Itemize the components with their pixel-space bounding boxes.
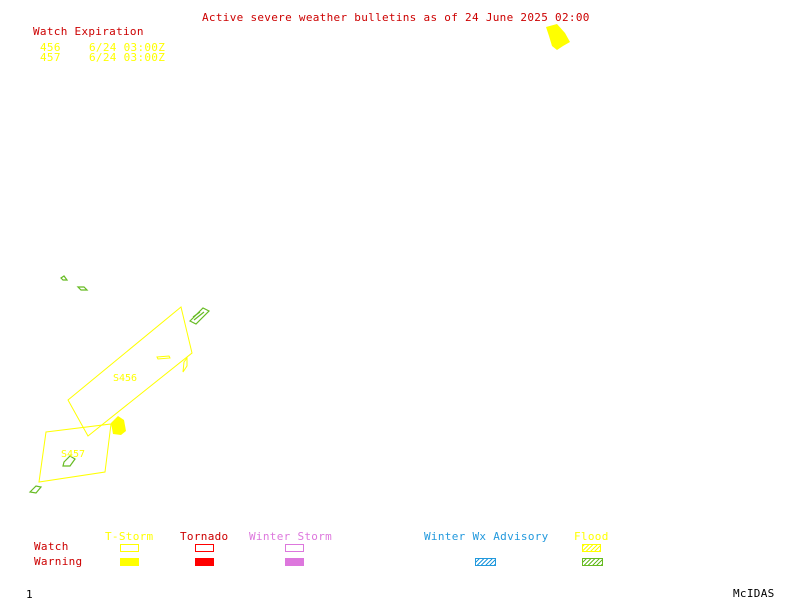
legend-winter-wx-advisory-swatch <box>475 558 496 566</box>
tstorm-warning-area[interactable] <box>546 24 570 50</box>
watch-457-label: S457 <box>61 449 85 460</box>
flood-warning-areas <box>28 275 211 494</box>
watch-expiration-id: 456 <box>40 41 61 54</box>
watch-457-outline[interactable] <box>38 423 112 483</box>
legend-winter-storm-watch-swatch <box>285 544 304 552</box>
watch-expiration-time: 6/24 03:00Z <box>89 41 166 54</box>
legend-tornado-watch-swatch <box>195 544 214 552</box>
legend-category-tornado: Tornado <box>180 530 229 543</box>
mcidas-brand: McIDAS <box>733 587 775 600</box>
watch-expiration-heading: Watch Expiration <box>33 25 144 38</box>
tstorm-warning-area[interactable] <box>182 356 188 373</box>
legend-winter-storm-warning-swatch <box>285 558 304 566</box>
watch-expiration-id: 457 <box>40 51 61 64</box>
legend-tornado-warning-swatch <box>195 558 214 566</box>
tstorm-warning-area[interactable] <box>111 416 126 435</box>
watch-456-outline[interactable] <box>67 306 193 437</box>
flood-warning-area[interactable] <box>62 455 76 467</box>
legend-tstorm-watch-swatch <box>120 544 139 552</box>
legend-category-winter-storm: Winter Storm <box>249 530 333 543</box>
legend-flood-warning-swatch <box>582 558 603 566</box>
tstorm-warning-area[interactable] <box>156 355 171 360</box>
legend-category-tstorm: T-Storm <box>105 530 154 543</box>
legend-flood-watch-swatch <box>582 544 601 552</box>
frame-number: 1 <box>26 588 33 600</box>
flood-warning-area[interactable] <box>76 286 89 291</box>
legend-category-flood: Flood <box>574 530 609 543</box>
bulletin-title: Active severe weather bulletins as of 24… <box>202 11 590 24</box>
legend-category-winter-wx-advisory: Winter Wx Advisory <box>424 530 549 543</box>
watch-expiration-time: 6/24 03:00Z <box>89 51 166 64</box>
flood-warning-area[interactable] <box>60 275 69 281</box>
legend-watch-row-label: Watch <box>34 540 69 553</box>
legend-tstorm-warning-swatch <box>120 558 139 566</box>
flood-warning-area[interactable] <box>192 311 205 321</box>
flood-warning-area[interactable] <box>28 485 43 494</box>
legend-warning-row-label: Warning <box>34 555 83 568</box>
watch-456-label: S456 <box>113 373 137 384</box>
